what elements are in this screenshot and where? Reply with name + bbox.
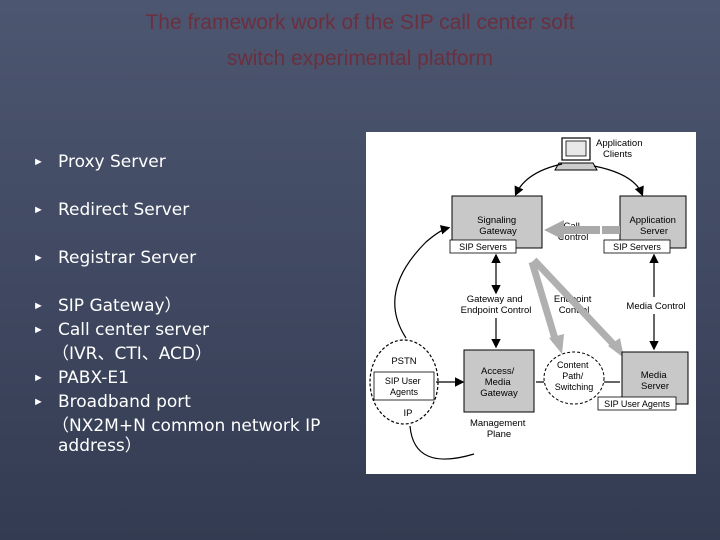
sip-user-agents-left-label: SIP User Agents	[385, 376, 423, 397]
bullet-broadband-detail: （NX2M+N common network IP	[52, 416, 321, 436]
bullet-arrow-icon: ►	[33, 396, 44, 408]
media-control-arrow	[531, 257, 619, 350]
application-server-box	[619, 195, 687, 249]
page-title: The framework work of the SIP call cente…	[40, 5, 680, 77]
bullet-pabx: PABX-E1	[58, 368, 129, 388]
media-server-box	[621, 351, 689, 405]
bullet-arrow-icon: ►	[33, 324, 44, 336]
content-path-switching-cloud	[543, 351, 605, 405]
signaling-gateway-label: Signaling Gateway	[477, 215, 519, 237]
access-media-gateway-label: Access/ Media Gateway	[480, 366, 518, 399]
ip-label: IP	[404, 408, 413, 419]
sip-user-agents-right-label: SIP User Agents	[604, 399, 670, 409]
bullet-registrar-server: Registrar Server	[58, 248, 197, 268]
architecture-diagram: Application Clients Signaling Gateway SI…	[366, 132, 696, 474]
computer-icon	[554, 137, 598, 171]
bullet-arrow-icon: ►	[33, 252, 44, 264]
bullet-arrow-icon: ►	[33, 204, 44, 216]
endpoint-control-arrow	[528, 260, 560, 344]
sip-servers-right-label: SIP Servers	[613, 242, 661, 252]
connector-line	[394, 225, 451, 339]
bullet-call-center-detail: （IVR、CTI、ACD）	[52, 344, 213, 364]
title-line-1: The framework work of the SIP call cente…	[145, 11, 575, 34]
media-server-label: Media Server	[641, 370, 670, 392]
content-path-switching-label: Content Path/ Switching	[555, 360, 594, 392]
bullet-broadband-port: Broadband port	[58, 392, 191, 412]
bullet-broadband-detail-2: address）	[58, 436, 142, 456]
bullet-sip-gateway: SIP Gateway）	[58, 296, 182, 316]
connector-line	[409, 425, 475, 460]
bullet-arrow-icon: ►	[33, 156, 44, 168]
connector-line	[514, 163, 563, 197]
bullet-list: ► Proxy Server ► Redirect Server ► Regis…	[0, 0, 360, 540]
bullet-arrow-icon: ►	[33, 372, 44, 384]
media-control-label: Media Control	[626, 301, 685, 312]
application-clients-label: Application Clients	[596, 138, 645, 160]
bullet-proxy-server: Proxy Server	[58, 152, 166, 172]
title-line-2: switch experimental platform	[226, 47, 494, 70]
application-server-label: Application Server	[629, 215, 678, 237]
signaling-gateway-box	[451, 195, 543, 249]
bullet-redirect-server: Redirect Server	[58, 200, 190, 220]
sip-servers-left-label: SIP Servers	[459, 242, 507, 252]
management-plane-label: Management Plane	[470, 418, 528, 440]
connector-line	[593, 165, 644, 197]
bullet-arrow-icon: ►	[33, 300, 44, 312]
access-media-gateway-box	[463, 349, 535, 413]
pstn-label: PSTN	[391, 356, 416, 367]
bullet-call-center-server: Call center server	[58, 320, 210, 340]
call-control-arrow	[544, 220, 600, 240]
gateway-endpoint-control-label: Gateway and Endpoint Control	[461, 294, 532, 316]
